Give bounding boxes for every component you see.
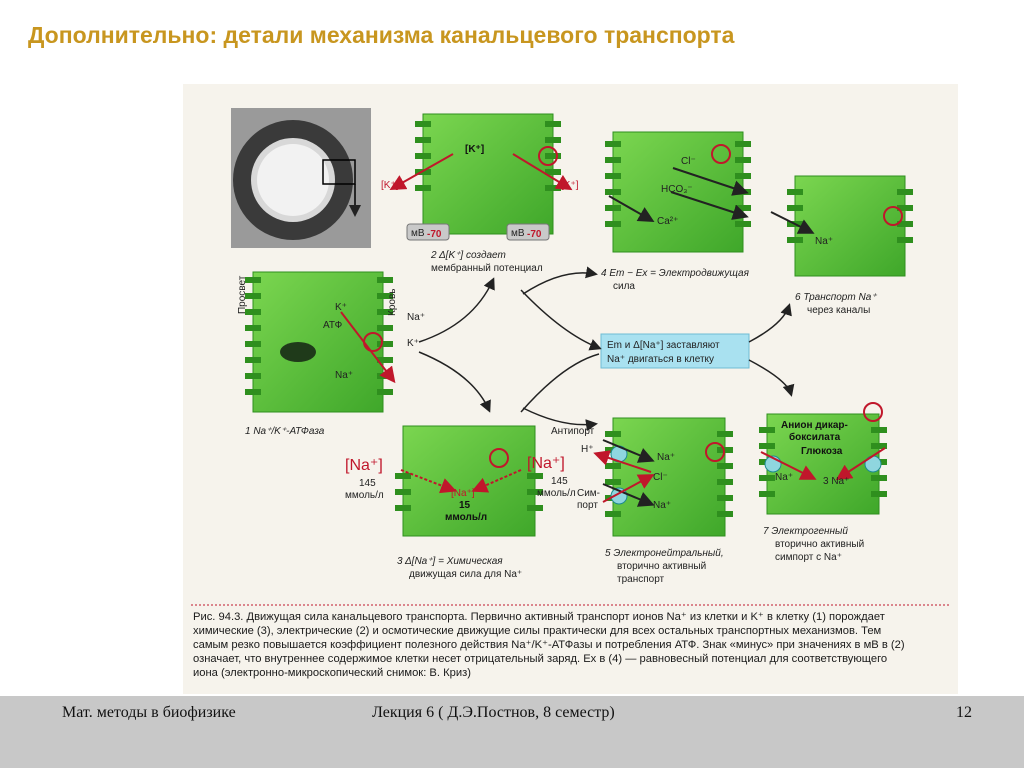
atp-label: АТФ <box>323 320 343 331</box>
slide-footer: Мат. методы в биофизике Лекция 6 ( Д.Э.П… <box>0 696 1024 768</box>
flow-arrows <box>418 266 795 432</box>
symport-label-1: Сим- <box>577 488 600 499</box>
panel-4-caption-2: сила <box>613 281 635 292</box>
panel-2-caption-1: 2 Δ[K⁺] создает <box>430 250 506 261</box>
meter-unit-left: мВ <box>411 228 425 239</box>
meter-left-value: -70 <box>427 229 442 240</box>
transport-figure: Просвет Кровь АТФ K⁺ Na⁺ K⁺ Na⁺ 1 Na⁺/K⁺… <box>183 84 958 694</box>
panel-3-caption-1: 3 Δ[Na⁺] = Химическая <box>397 556 503 567</box>
caption-line: иона (электронно-микроскопический снимок… <box>193 667 471 679</box>
antiport-label: Антипорт <box>551 426 595 437</box>
panel-4-caption-1: 4 Em − Ex = Электродвижущая <box>601 268 750 279</box>
na-right-label: Na⁺ <box>407 312 425 323</box>
k-left-label: [K⁺] <box>381 180 399 191</box>
conc-right-2: ммоль/л <box>537 488 576 499</box>
footer-page-number: 12 <box>956 704 972 721</box>
panel-6-caption-2: через каналы <box>807 305 870 316</box>
caption-line: самым резко повышается коэффициент полез… <box>193 639 905 651</box>
panel-6-channels <box>770 175 913 277</box>
panel-5-caption-3: транспорт <box>617 574 665 585</box>
panel-7-electrogenic <box>759 402 887 515</box>
panel-4-electromotive <box>605 131 751 253</box>
meter-unit-right: мВ <box>511 228 525 239</box>
h-label: H⁺ <box>581 444 594 455</box>
ca-label: Ca²⁺ <box>657 216 678 227</box>
footer-lecture: Лекция 6 ( Д.Э.Постнов, 8 семестр) <box>372 704 615 721</box>
panel-5-caption-1: 5 Электронейтральный, <box>605 548 724 559</box>
na-channel-label: Na⁺ <box>815 236 833 247</box>
figure-diagram: Просвет Кровь АТФ K⁺ Na⁺ K⁺ Na⁺ 1 Na⁺/K⁺… <box>191 108 951 606</box>
na-right7-label: 3 Na⁺ <box>823 476 849 487</box>
footer-course: Мат. методы в биофизике <box>62 704 236 721</box>
caption-line: Рис. 94.3. Движущая сила канальцевого тр… <box>193 611 885 623</box>
figure-caption: Рис. 94.3. Движущая сила канальцевого тр… <box>193 610 953 680</box>
panel-3-chemical <box>395 425 543 537</box>
na-bottom-label: Na⁺ <box>335 370 353 381</box>
glucose-label: Глюкоза <box>801 446 843 457</box>
slide-title: Дополнительно: детали механизма канальце… <box>28 22 735 48</box>
conc-right-1: 145 <box>551 476 568 487</box>
panel-5-caption-2: вторично активный <box>617 561 706 572</box>
conc-left-1: 145 <box>359 478 376 489</box>
anion-label-2: боксилата <box>789 431 841 443</box>
na-top-label: Na⁺ <box>657 452 675 463</box>
hco3-label: HCO₃⁻ <box>661 184 693 195</box>
panel-1-atpase <box>245 271 396 413</box>
anion-label-1: Анион дикар- <box>781 420 848 431</box>
cl-label: Cl⁻ <box>681 156 696 167</box>
na-left-big: [Na⁺] <box>345 457 383 474</box>
panel-7-caption-3: симпорт с Na⁺ <box>775 552 842 563</box>
center-box <box>600 333 750 369</box>
na-left7-label: Na⁺ <box>775 472 793 483</box>
panel-5-antiport-symport <box>593 417 733 537</box>
k-right-label: [K⁺] <box>561 180 579 191</box>
blood-label: Кровь <box>387 289 398 316</box>
k-top-label: K⁺ <box>335 302 347 313</box>
conc-inner-2: ммоль/л <box>445 512 487 523</box>
k-big-label: [K⁺] <box>465 144 484 155</box>
meter-right-value: -70 <box>527 229 542 240</box>
na-right-big: [Na⁺] <box>527 455 565 472</box>
conc-inner-1: 15 <box>459 500 471 511</box>
center-box-line-1: Em и Δ[Na⁺] заставляют <box>607 340 720 351</box>
panel-6-caption-1: 6 Транспорт Na⁺ <box>795 292 877 303</box>
center-box-line-2: Na⁺ двигаться в клетку <box>607 354 714 365</box>
panel-2-potential <box>389 113 573 241</box>
caption-line: химические (3), электрические (2) и осмо… <box>193 625 882 637</box>
panel-1-caption: 1 Na⁺/K⁺-АТФаза <box>245 426 325 437</box>
na-bottom5-label: Na⁺ <box>653 500 671 511</box>
panel-2-caption-2: мембранный потенциал <box>431 262 543 274</box>
lumen-label: Просвет <box>237 275 248 314</box>
micrograph-image <box>231 108 371 248</box>
k-right-label: K⁺ <box>407 338 419 349</box>
panel-3-caption-2: движущая сила для Na⁺ <box>409 569 522 580</box>
cl5-label: Cl⁻ <box>653 472 668 483</box>
conc-left-2: ммоль/л <box>345 490 384 501</box>
caption-line: означает, что внутреннее содержимое клет… <box>193 653 888 665</box>
symport-label-2: порт <box>577 500 598 511</box>
panel-7-caption-2: вторично активный <box>775 539 864 550</box>
na-inner-label: [Na⁺] <box>451 488 475 499</box>
panel-7-caption-1: 7 Электрогенный <box>763 526 848 537</box>
